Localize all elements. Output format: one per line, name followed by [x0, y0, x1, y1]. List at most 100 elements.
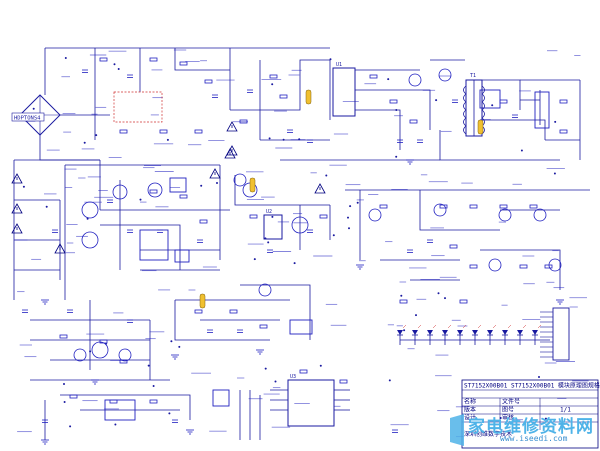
resistor-39	[299, 369, 308, 374]
transistor-8	[498, 208, 512, 222]
junction-16	[114, 423, 117, 426]
junction-4	[349, 205, 352, 208]
junction-34	[166, 138, 169, 141]
warning-icon-8	[314, 183, 326, 194]
junction-3	[63, 383, 65, 385]
junction-50	[89, 350, 92, 353]
junction-8	[395, 109, 398, 111]
led-3	[442, 324, 452, 336]
led-ray	[417, 324, 422, 329]
transistor-7	[433, 203, 447, 217]
capacitor-7	[417, 139, 423, 143]
resistor-16	[149, 189, 158, 194]
junction-33	[271, 215, 274, 218]
resistor-13	[499, 99, 508, 104]
small-ic-1	[174, 249, 190, 263]
junction-25	[444, 297, 446, 300]
resistor-21	[379, 204, 388, 209]
resistor-3	[204, 79, 213, 84]
junction-52	[32, 107, 35, 110]
led-6	[487, 324, 497, 336]
resistor-30	[194, 309, 203, 314]
resistor-15	[559, 129, 568, 134]
ic-main-label: U1	[336, 62, 342, 68]
junction-24	[356, 201, 359, 204]
capacitor-16	[427, 239, 433, 243]
junction-49	[348, 227, 350, 230]
transistor-12	[258, 283, 272, 297]
led-body	[487, 330, 493, 335]
resistor-23	[469, 204, 478, 209]
junction-46	[347, 216, 349, 219]
title-block: ST7152X00B01 ST7152X00B01 模块原理图规格书 名称 文件…	[461, 379, 600, 449]
junction-35	[435, 99, 438, 102]
ground-8	[556, 299, 564, 305]
resistor-26	[449, 244, 458, 249]
capacitor-4	[287, 129, 293, 133]
warning-triangle	[11, 203, 23, 214]
title-block-figno: 图号	[502, 407, 514, 414]
small-ic-0	[139, 229, 169, 261]
capacitor-25	[392, 429, 398, 433]
capacitor-15	[407, 249, 413, 253]
junction-1	[83, 141, 86, 144]
title-block-version: 版本	[464, 406, 476, 414]
led-ray	[447, 324, 452, 329]
transistor-1	[81, 231, 99, 249]
resistor-42	[459, 299, 468, 304]
ground-1	[91, 379, 99, 385]
junction-38	[538, 376, 540, 378]
resistor-38	[149, 399, 158, 404]
led-ray	[537, 324, 542, 329]
warning-icon-3	[224, 148, 236, 159]
capacitor-23	[42, 419, 48, 423]
title-block-name: 名称	[464, 398, 476, 406]
small-ic-2	[289, 319, 313, 335]
junction-5	[178, 345, 181, 348]
junction-59	[491, 104, 494, 107]
led-body	[442, 330, 448, 335]
resistor-12	[409, 119, 418, 124]
junction-54	[388, 379, 391, 382]
led-body	[502, 330, 508, 335]
junction-58	[319, 364, 322, 367]
resistor-36	[69, 394, 78, 399]
junction-20	[216, 182, 218, 184]
led-body	[397, 330, 403, 335]
led-ray	[507, 324, 512, 329]
warning-icon-7	[54, 243, 66, 254]
capacitor-17	[52, 229, 58, 233]
resistor-40	[339, 379, 348, 384]
transistor-16	[408, 73, 422, 87]
resistor-25	[529, 204, 538, 209]
junction-2	[267, 241, 270, 244]
resistor-6	[194, 129, 203, 134]
wire-39	[480, 249, 561, 290]
small-ic-7	[169, 177, 187, 193]
watermark-text: 家电维修资料网	[468, 417, 594, 437]
title-block-header: ST7152X00B01 ST7152X00B01 模块原理图规格书	[464, 382, 600, 390]
ground-6	[186, 429, 194, 435]
resistor-10	[369, 74, 378, 79]
junction-29	[400, 294, 403, 297]
resistor-20	[319, 214, 328, 219]
capacitor-18	[22, 309, 28, 313]
transistor-9	[533, 208, 547, 222]
resistor-41	[399, 299, 408, 304]
title-block-review: 审核	[502, 414, 514, 422]
ic-bottom-label: U3	[290, 374, 296, 380]
warning-icons	[11, 121, 326, 254]
junction-55	[147, 364, 150, 367]
capacitor-0	[82, 69, 88, 73]
ic-right-label: U2	[266, 209, 272, 215]
watermark-logo	[450, 414, 464, 446]
resistor-9	[279, 94, 288, 99]
junction-9	[332, 234, 335, 237]
warning-triangle	[226, 121, 238, 132]
junction-26	[95, 134, 98, 137]
junction-21	[63, 401, 66, 403]
resistor-31	[229, 309, 238, 314]
transistor-11	[548, 258, 562, 272]
junction-39	[437, 292, 440, 295]
